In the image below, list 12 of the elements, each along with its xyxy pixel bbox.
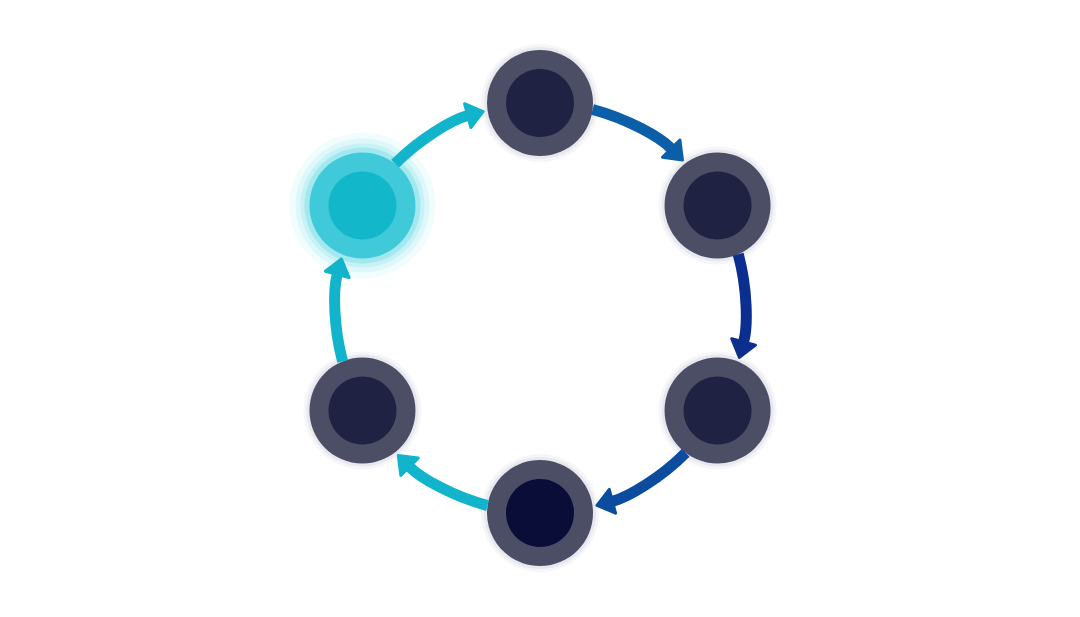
arrow [396,453,490,511]
arrow [595,448,690,515]
circle-node [658,146,777,265]
circle-node [289,132,436,279]
arrow [391,102,485,168]
circle-node [481,44,599,162]
circle-node [658,351,777,470]
arrow [730,252,757,359]
circle-node [481,454,599,572]
arrow [323,257,351,363]
circle-node [303,351,422,470]
arrow [591,104,684,162]
